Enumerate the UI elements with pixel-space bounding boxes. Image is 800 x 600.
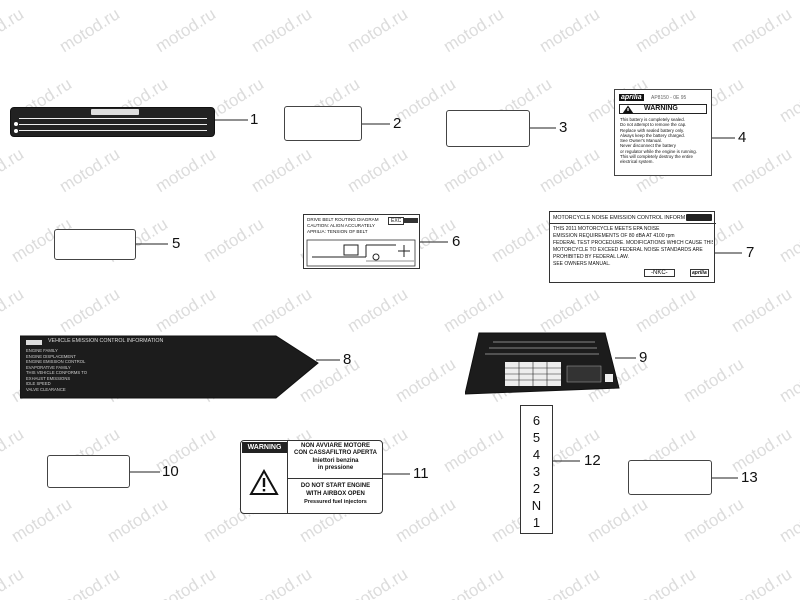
- decal-4-battery-warning: aprilia AP8150 - 0E 95 WARNING This batt…: [614, 89, 712, 176]
- decal-5-blank: [54, 229, 136, 260]
- callout-4: 4: [738, 129, 747, 146]
- decal-11-it-line2: CON CASSAFILTRO APERTA: [294, 450, 377, 456]
- belt-routing-drawing: [306, 239, 416, 267]
- decal-13-blank: [628, 460, 712, 495]
- d7lines-line: MOTORCYCLE TO EXCEED FEDERAL NOISE STAND…: [553, 247, 703, 253]
- d8lines-line: ENGINE FAMILY: [26, 348, 58, 353]
- d7lines-line: PROHIBITED BY FEDERAL LAW.: [553, 254, 629, 260]
- d8lines-line: EXHAUST EMISSIONS: [26, 375, 71, 381]
- decal-11-airbox-warning: WARNING NON AVVIARE MOTORE CON CASSAFILT…: [240, 440, 383, 514]
- decal-11-warning-header: WARNING: [242, 442, 287, 453]
- decal-9-plate: [465, 332, 620, 395]
- decal-10-blank: [47, 455, 130, 488]
- d7lines-line: FEDERAL TEST PROCEDURE. MODIFICATIONS WH…: [553, 240, 713, 246]
- decal-1-warning-strip: [10, 107, 215, 137]
- decal-7-header: MOTORCYCLE NOISE EMISSION CONTROL INFORM…: [553, 215, 685, 221]
- d4lines-line: Replace with sealed battery only.: [620, 127, 685, 133]
- warning-triangle-icon: [249, 469, 279, 495]
- decal-8-vehicle-emission: [20, 335, 319, 399]
- warning-triangle-icon: [622, 105, 634, 114]
- decal-4-code: AP8150 - 0E 95: [651, 95, 687, 101]
- decal-11-it-line1: NON AVVIARE MOTORE: [301, 443, 370, 449]
- decal-11-en-line2: WITH AIRBOX OPEN: [306, 491, 365, 497]
- callout-5: 5: [172, 235, 181, 252]
- d6lines-line: DRIVE BELT ROUTING DIAGRAM: [307, 217, 379, 222]
- gear-label: 3: [532, 464, 541, 479]
- decal-6-badge: EXC: [388, 217, 405, 225]
- decal-7-code: -NKC-: [644, 269, 675, 277]
- d4lines-line: This will completely destroy the entire: [620, 154, 693, 160]
- callout-10: 10: [162, 463, 179, 480]
- d6lines-line: CAUTION: ALIGN ACCURATELY: [307, 223, 375, 228]
- gear-label: 2: [532, 481, 541, 496]
- d7lines-line: EMISSION REQUIREMENTS OF 80 dBA AT 4100 …: [553, 233, 675, 239]
- d8lines-line: EVAPORATIVE FAMILY: [26, 364, 71, 370]
- callout-7: 7: [746, 244, 755, 261]
- d8lines-line: ENGINE EMISSION CONTROL: [26, 359, 86, 364]
- d6lines-line: APRILIA: TENSION OF BELT: [307, 229, 368, 234]
- d4lines-line: Always keep the battery charged.: [620, 132, 685, 138]
- decal-11-it-line3: Iniettori benzina: [312, 458, 359, 464]
- decal-7-noise-emission: MOTORCYCLE NOISE EMISSION CONTROL INFORM…: [549, 211, 716, 283]
- callout-13: 13: [741, 469, 758, 486]
- decal-8-header: VEHICLE EMISSION CONTROL INFORMATION: [48, 338, 164, 344]
- d4lines-line: electrical system.: [620, 159, 654, 165]
- decal-11-en-line1: DO NOT START ENGINE: [300, 483, 371, 489]
- gear-label: 5: [532, 430, 541, 445]
- callout-8: 8: [343, 351, 352, 368]
- callout-2: 2: [393, 115, 402, 132]
- d4lines-line: Never disconnect the battery: [620, 143, 676, 149]
- decal-4-header: WARNING: [644, 105, 678, 112]
- decal-7-brand: aprilia: [690, 269, 709, 277]
- d7lines-line: THIS 2011 MOTORCYCLE MEETS EPA NOISE: [553, 226, 660, 232]
- d8lines-line: IDLE SPEED: [26, 381, 51, 386]
- gear-label: 1: [532, 515, 541, 530]
- decal-4-brand: aprilia: [619, 94, 644, 101]
- callout-1: 1: [250, 111, 259, 128]
- callout-6: 6: [452, 233, 461, 250]
- callout-12: 12: [584, 452, 601, 469]
- d8lines-line: ENGINE DISPLACEMENT: [26, 353, 76, 359]
- d4lines-line: Do not attempt to remove the cap.: [620, 122, 687, 128]
- d8lines-line: VALVE CLEARANCE: [26, 386, 66, 392]
- d4lines-line: See Owner's Manual.: [620, 138, 662, 144]
- callout-9: 9: [639, 349, 648, 366]
- decal-3-blank: [446, 110, 530, 147]
- decal-4-text: This battery is completely sealed.Do not…: [620, 117, 708, 165]
- d7lines-line: SEE OWNERS MANUAL.: [553, 261, 611, 267]
- gear-label: N: [531, 498, 542, 513]
- callout-11: 11: [413, 465, 429, 482]
- callout-3: 3: [559, 119, 568, 136]
- decal-11-it-line4: in pressione: [317, 465, 354, 471]
- gear-label: 6: [532, 413, 541, 428]
- d4lines-line: This battery is completely sealed.: [620, 117, 685, 122]
- d8lines-line: THIS VEHICLE CONFORMS TO: [26, 370, 88, 375]
- d4lines-line: or regulator while the engine is running…: [620, 148, 697, 154]
- decal-2-blank: [284, 106, 362, 141]
- decal-11-en-line3: Pressured fuel injectors: [304, 499, 367, 505]
- gear-label: 4: [532, 447, 541, 462]
